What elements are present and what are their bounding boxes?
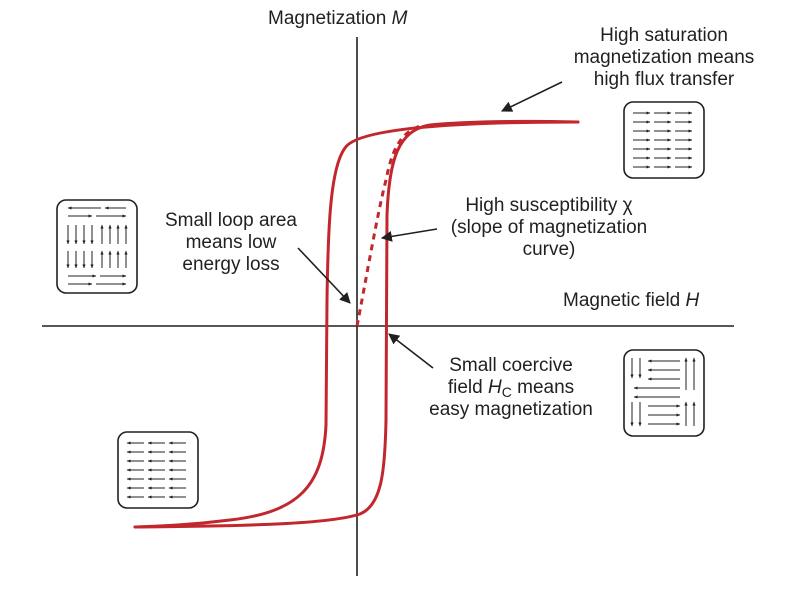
susceptibility-pointer-arrow [380,228,438,242]
coercive-line-2-post: means [511,377,575,398]
domain-icon-demagnetized [56,199,138,294]
coercive-line-1: Small coercive [449,355,573,376]
initial-magnetization-curve [355,124,421,327]
saturation-pointer-arrow [501,81,563,112]
susceptibility-annotation: High susceptibility χ (slope of magnetiz… [420,195,678,261]
saturation-line-1: High saturation [600,25,728,46]
loop-area-line-2: means low [185,232,277,253]
saturation-line-3: high flux transfer [593,69,735,90]
y-axis-label-text: Magnetization [268,8,392,29]
loop-area-line-1: Small loop area [164,210,298,231]
coercive-subscript: C [501,384,512,400]
coercive-symbol: H [487,377,502,398]
loop-area-line-3: energy loss [182,254,280,275]
x-axis-label: Magnetic field H [563,290,699,312]
domain-icon-partially-magnetized [623,349,705,437]
coercive-line-2-pre: field [447,377,488,398]
domain-icon-saturated-left [117,431,199,509]
susceptibility-line-2: (slope of magnetization [450,217,648,238]
coercive-annotation: Small coercive field HC means easy magne… [400,355,622,421]
loop-area-pointer-arrow [297,247,351,304]
x-axis-symbol: H [685,290,700,311]
x-axis-label-text: Magnetic field [563,290,686,311]
coercive-line-3: easy magnetization [429,399,593,420]
saturation-annotation: High saturation magnetization means high… [546,25,782,91]
domain-icon-saturated-right [623,101,705,179]
ascending-branch [133,119,580,529]
coercive-line-2: field HC means [400,377,622,400]
saturation-line-2: magnetization means [573,47,755,68]
y-axis-symbol: M [391,8,408,29]
susceptibility-line-1: High susceptibility χ [465,195,633,216]
y-axis-label: Magnetization M [268,8,407,30]
loop-area-annotation: Small loop area means low energy loss [146,210,316,276]
coercive-pointer-arrow [388,333,434,369]
susceptibility-line-3: curve) [522,239,576,260]
